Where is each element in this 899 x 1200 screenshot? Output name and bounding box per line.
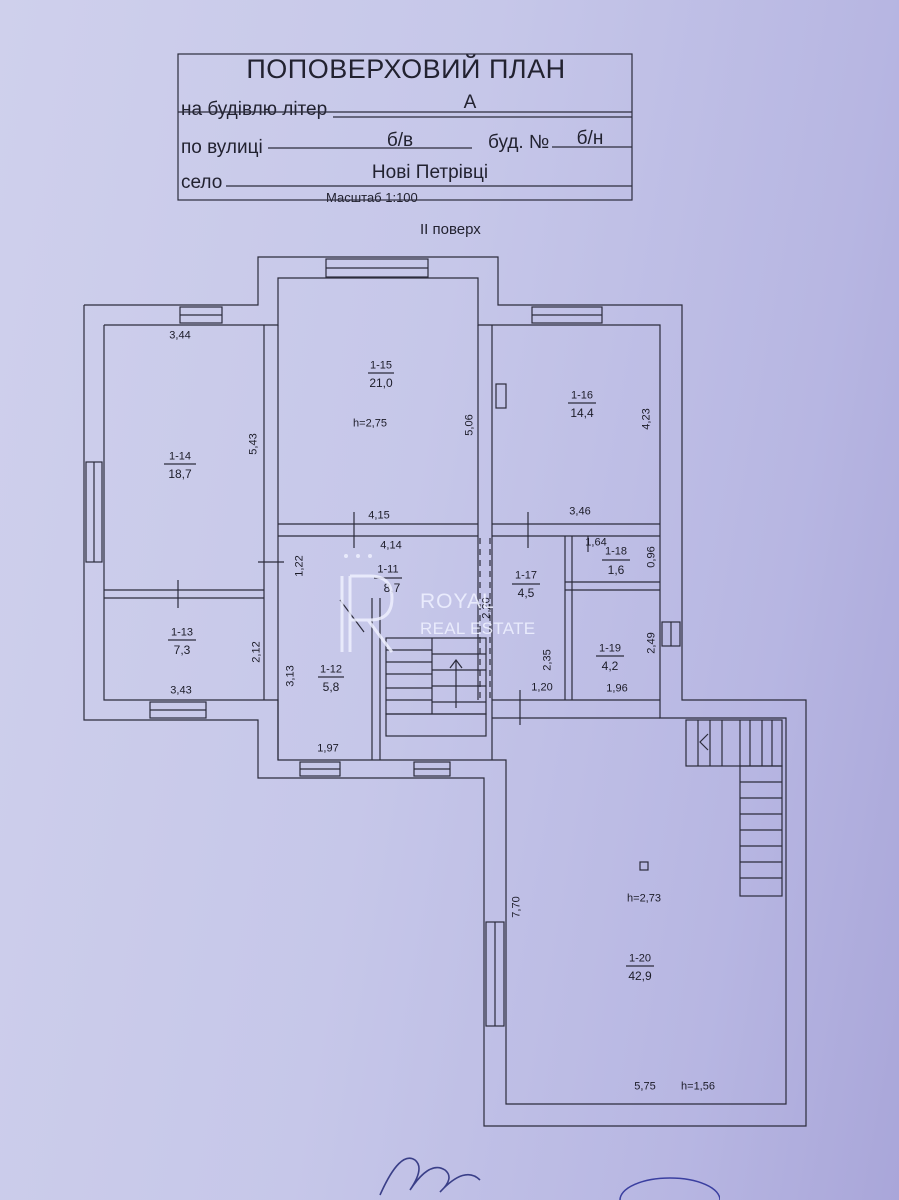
staircase [685,719,783,767]
dimension: 2,12 [250,641,263,663]
chimney [495,383,507,409]
room-number: 1-16 [570,389,594,402]
stamp-icon [619,1177,720,1200]
watermark-brand: ROYAL [420,590,495,613]
street-value: б/в [386,130,414,151]
room-area: 4,2 [601,659,619,673]
dimension: 3,46 [569,505,591,518]
room-number: 1-20 [628,952,652,965]
house-value: б/н [576,128,604,149]
dimension: 5,75 [634,1080,656,1093]
room-number: 1-11 [377,563,399,576]
page-title: ПОПОВЕРХОВИЙ ПЛАН [246,54,566,84]
dimension: 3,13 [284,665,297,687]
dimension: 1,96 [606,682,628,695]
ceiling-height: h=1,56 [681,1080,715,1093]
room-area: 14,4 [570,406,594,420]
room-area: 21,0 [369,376,393,390]
dimension: 1,22 [293,555,306,577]
room-number: 1-12 [319,663,343,676]
house-label: буд. № [488,132,550,153]
ceiling-height: h=2,73 [627,892,661,905]
street-label: по вулиці [181,137,263,158]
header-frame [177,53,633,201]
scale-label: Масштаб 1:100 [326,190,418,205]
ceiling-height: h=2,75 [353,417,387,430]
dimension: 4,14 [380,539,402,552]
outer-wall-inner [103,277,787,1105]
room-area: 42,9 [628,969,652,983]
floor-title: II поверх [420,221,481,238]
room-area: 5,8 [322,680,340,694]
royal-logo-icon [340,554,394,653]
dimension: 4,15 [368,509,390,522]
dimension: 1,97 [317,742,339,755]
dimension: 7,70 [510,896,523,918]
room-number: 1-15 [369,359,393,372]
outer-wall-outer [83,256,807,1127]
dimension: 2,49 [645,632,658,654]
room-area: 4,5 [517,586,535,600]
room-area: 7,3 [173,643,191,657]
village-label: село [181,172,223,193]
dimension: 5,06 [463,414,476,436]
signature-icon [379,1157,481,1196]
dimension: 1,64 [585,536,607,549]
building-value: А [463,92,477,113]
dimension: 3,43 [170,684,192,697]
room-number: 1-17 [514,569,538,582]
dimension: 3,44 [169,329,191,342]
room-area: 1,6 [607,563,625,577]
village-value: Нові Петрівці [371,162,489,183]
building-label: на будівлю літер [181,99,328,120]
room-number: 1-19 [598,642,622,655]
dimension: 4,23 [640,408,653,430]
room-number: 1-13 [170,626,194,639]
room-number: 1-18 [604,545,628,558]
watermark-tagline: REAL ESTATE [420,619,536,638]
dimension: 1,20 [531,681,553,694]
dimension: 2,35 [541,649,554,671]
room-area: 18,7 [168,467,192,481]
dimension: 0,96 [645,546,658,568]
dimension: 5,43 [247,433,260,455]
room-number: 1-14 [168,450,192,463]
